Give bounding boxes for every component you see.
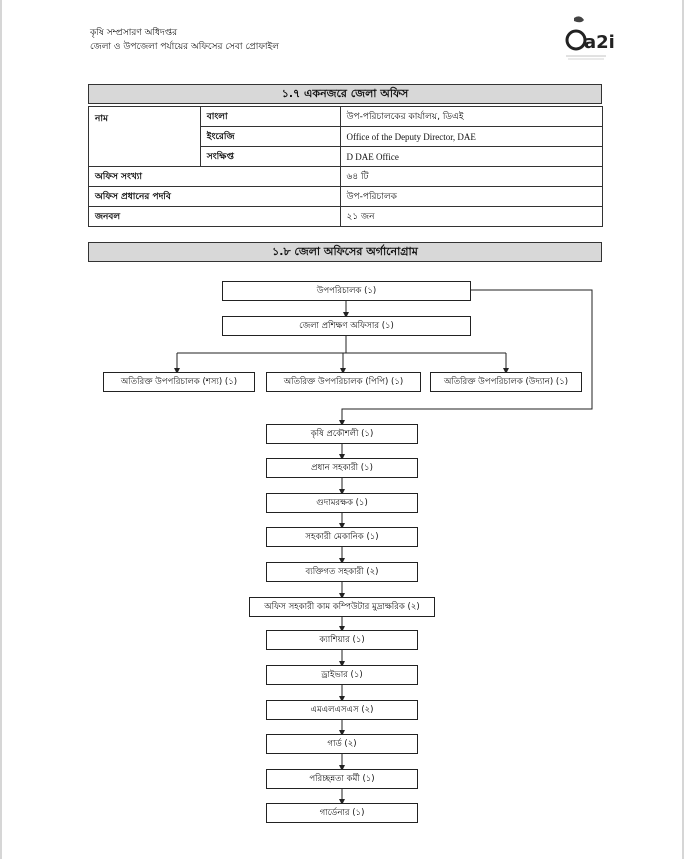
page-edge-right (682, 0, 684, 859)
org-box-addl-dd-crop: অতিরিক্ত উপপরিচালক (শস্য) (১) (103, 372, 255, 392)
org-box-cleaner: পরিচ্ছন্নতা কর্মী (১) (266, 769, 418, 789)
org-box-addl-dd-pp: অতিরিক্ত উপপরিচালক (পিপি) (১) (266, 372, 421, 392)
section-1-8-title: ১.৮ জেলা অফিসের অর্গানোগ্রাম (88, 242, 602, 262)
header-profile-title: জেলা ও উপজেলা পর্যায়ের অফিসের সেবা প্রো… (90, 42, 279, 52)
org-box-storekeeper: গুদামরক্ষক (১) (266, 493, 418, 513)
org-box-agri-engineer: কৃষি প্রকৌশলী (১) (266, 424, 418, 444)
section-1-7-title: ১.৭ একনজরে জেলা অফিস (88, 84, 602, 104)
page-edge-left (0, 0, 2, 859)
org-box-addl-dd-horticulture: অতিরিক্ত উপপরিচালক (উদ্যান) (১) (430, 372, 582, 392)
header-department: কৃষি সম্প্রসারণ অধিদপ্তর (90, 28, 178, 38)
manpower-value: ২১ জন (339, 206, 603, 227)
org-box-gardener: গার্ডেনার (১) (266, 803, 418, 823)
org-box-deputy-director: উপপরিচালক (১) (222, 281, 471, 301)
org-box-head-assistant: প্রধান সহকারী (১) (266, 458, 418, 478)
logo-mark-text: a2i (584, 32, 615, 53)
org-box-driver: ড্রাইভার (১) (266, 665, 418, 685)
manpower-label: জনবল (88, 206, 341, 227)
org-box-mlss: এমএলএসএস (২) (266, 700, 418, 720)
org-box-guard: গার্ড (২) (266, 734, 418, 754)
a2i-logo: a2i (560, 14, 620, 64)
org-box-office-assistant-typist: অফিস সহকারী কাম কম্পিউটার মুদ্রাক্ষরিক (… (249, 597, 435, 617)
district-office-table: নাম বাংলা উপ-পরিচালকের কার্যালয়, ডিএই ই… (88, 106, 603, 227)
document-header: কৃষি সম্প্রসারণ অধিদপ্তর জেলা ও উপজেলা প… (90, 26, 279, 54)
org-box-training-officer: জেলা প্রশিক্ষণ অফিসার (১) (222, 316, 471, 336)
a2i-logo-icon: a2i (565, 16, 615, 60)
org-box-assistant-mechanic: সহকারী মেকানিক (১) (266, 527, 418, 547)
org-box-cashier: ক্যাশিয়ার (১) (266, 630, 418, 650)
org-box-personal-assistant: ব্যক্তিগত সহকারী (২) (266, 562, 418, 582)
